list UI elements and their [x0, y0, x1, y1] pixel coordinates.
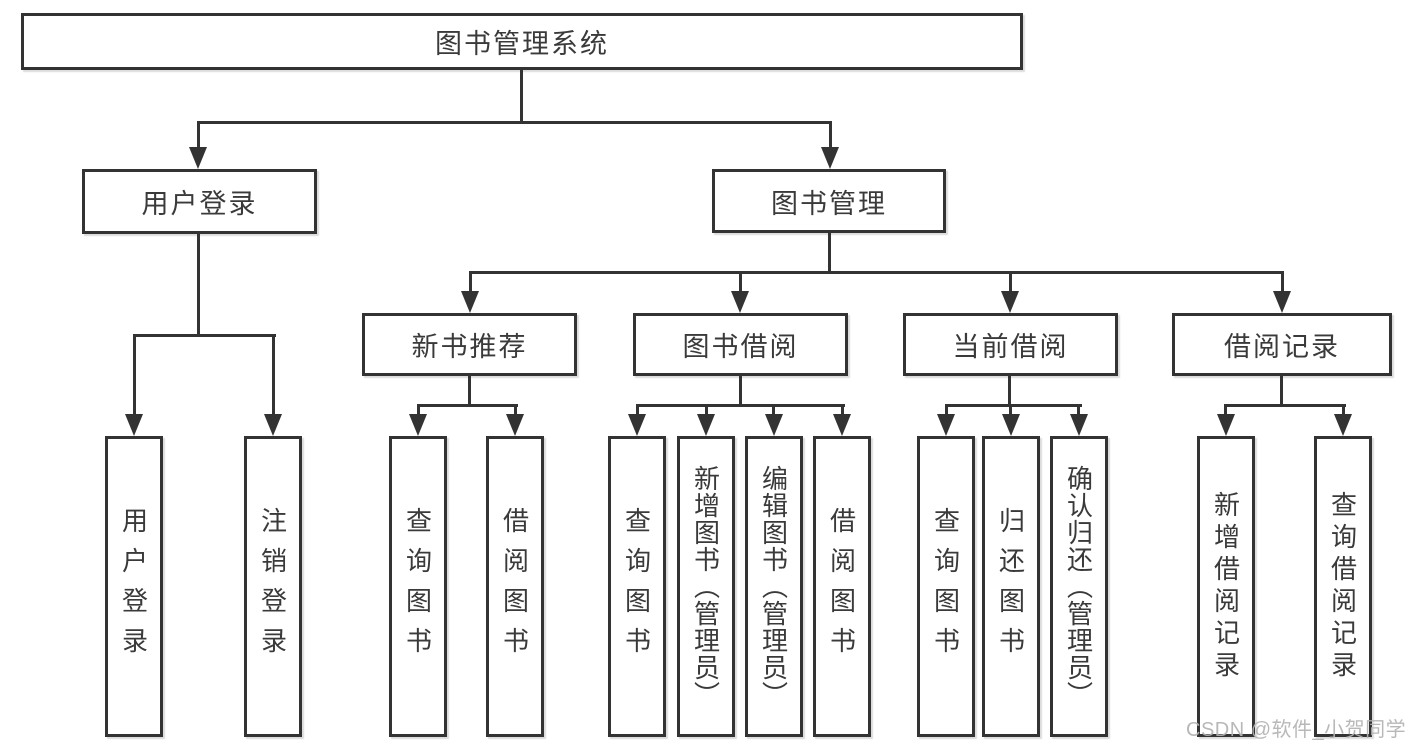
- arrow-down-icon: [1334, 414, 1352, 436]
- arrow-down-icon: [1273, 291, 1291, 313]
- arrow-down-icon: [461, 291, 479, 313]
- arrow-down-icon: [1070, 414, 1088, 436]
- connector-line: [636, 404, 845, 407]
- connector-line: [739, 376, 742, 407]
- connector-line: [520, 70, 523, 124]
- arrow-down-icon: [409, 414, 427, 436]
- connector-line: [705, 404, 708, 418]
- leaf-borrow-borrow-books: 借阅图书: [813, 436, 871, 737]
- connector-line: [636, 404, 639, 418]
- connector-line: [272, 334, 275, 418]
- connector-line: [945, 404, 1082, 407]
- node-user-login: 用户登录: [82, 169, 317, 234]
- arrow-down-icon: [937, 414, 955, 436]
- connector-line: [739, 271, 742, 295]
- connector-line: [772, 404, 775, 418]
- connector-line: [514, 404, 517, 418]
- leaf-user-login: 用户登录: [105, 436, 163, 737]
- connector-line: [1224, 404, 1346, 407]
- leaf-borrow-edit-books-admin: 编辑图书（管理员）: [745, 436, 803, 737]
- connector-line: [133, 334, 276, 337]
- csdn-watermark: CSDN @软件_小贺同学: [1186, 719, 1405, 741]
- connector-line: [468, 376, 471, 407]
- node-root: 图书管理系统: [21, 13, 1023, 70]
- arrow-down-icon: [628, 414, 646, 436]
- node-borrow-records: 借阅记录: [1172, 313, 1392, 376]
- arrow-down-icon: [1002, 414, 1020, 436]
- connector-line: [469, 271, 472, 295]
- connector-line: [1008, 376, 1011, 407]
- connector-line: [1342, 404, 1345, 418]
- connector-line: [1281, 271, 1284, 295]
- connector-line: [829, 121, 832, 153]
- connector-line: [197, 121, 832, 124]
- connector-line: [133, 334, 136, 418]
- arrow-down-icon: [1001, 291, 1019, 313]
- node-book-management: 图书管理: [712, 169, 946, 233]
- arrow-down-icon: [189, 147, 207, 169]
- leaf-records-add-record: 新增借阅记录: [1197, 436, 1255, 737]
- arrow-down-icon: [731, 291, 749, 313]
- leaf-borrow-add-books-admin: 新增图书（管理员）: [677, 436, 735, 737]
- node-current-borrow: 当前借阅: [903, 313, 1118, 376]
- connector-line: [1077, 404, 1080, 418]
- connector-line: [841, 404, 844, 418]
- leaf-newbook-query-books: 查询图书: [389, 436, 447, 737]
- connector-line: [1224, 404, 1227, 418]
- node-book-borrow: 图书借阅: [633, 313, 848, 376]
- connector-line: [1009, 271, 1012, 295]
- leaf-logout: 注销登录: [244, 436, 302, 737]
- arrow-down-icon: [765, 414, 783, 436]
- arrow-down-icon: [506, 414, 524, 436]
- connector-line: [417, 404, 518, 407]
- leaf-current-query-books: 查询图书: [917, 436, 975, 737]
- node-new-book-recommend: 新书推荐: [362, 313, 577, 376]
- arrow-down-icon: [1217, 414, 1235, 436]
- connector-line: [1009, 404, 1012, 418]
- connector-line: [197, 234, 200, 337]
- connector-line: [1280, 376, 1283, 407]
- arrow-down-icon: [833, 414, 851, 436]
- connector-line: [197, 121, 200, 153]
- connector-line: [469, 271, 1284, 274]
- leaf-newbook-borrow-books: 借阅图书: [486, 436, 544, 737]
- arrow-down-icon: [697, 414, 715, 436]
- leaf-records-query-record: 查询借阅记录: [1314, 436, 1372, 737]
- connector-line: [945, 404, 948, 418]
- arrow-down-icon: [264, 414, 282, 436]
- leaf-current-return-books: 归还图书: [982, 436, 1040, 737]
- leaf-borrow-query-books: 查询图书: [608, 436, 666, 737]
- connector-line: [417, 404, 420, 418]
- connector-line: [828, 233, 831, 274]
- arrow-down-icon: [821, 147, 839, 169]
- arrow-down-icon: [125, 414, 143, 436]
- leaf-current-confirm-return-admin: 确认归还（管理员）: [1050, 436, 1108, 737]
